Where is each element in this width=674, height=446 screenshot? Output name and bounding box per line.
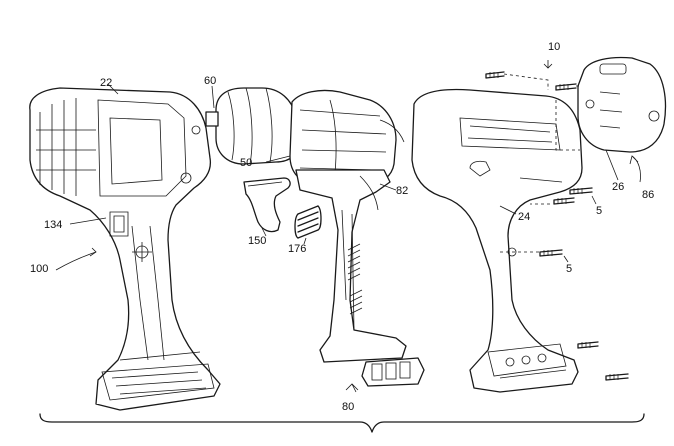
leader-lines [55,60,641,393]
label-150: 150 [248,235,266,247]
assembly-guide-lines [500,73,580,253]
motor-assembly [205,87,405,185]
left-housing-half [29,87,221,411]
bottom-brace [39,413,645,433]
label-86: 86 [642,189,654,201]
label-10: 10 [548,41,560,53]
label-100: 100 [30,263,48,275]
label-176: 176 [288,243,306,255]
right-housing-half [411,88,583,393]
label-5-lower: 5 [566,263,572,275]
rear-cap [577,56,667,153]
label-82: 82 [396,185,408,197]
label-60: 60 [204,75,216,87]
spring-coil [294,205,322,239]
label-5-upper: 5 [596,205,602,217]
label-24: 24 [518,211,530,223]
screws [485,71,629,381]
label-22: 22 [100,77,112,89]
handle-core [295,169,425,387]
label-50: 50 [240,157,252,169]
reference-numerals: 10 22 60 50 82 150 176 134 100 80 24 26 … [30,41,654,413]
label-134: 134 [44,219,62,231]
label-26: 26 [612,181,624,193]
trigger-and-spring [243,177,322,239]
label-80: 80 [342,401,354,413]
